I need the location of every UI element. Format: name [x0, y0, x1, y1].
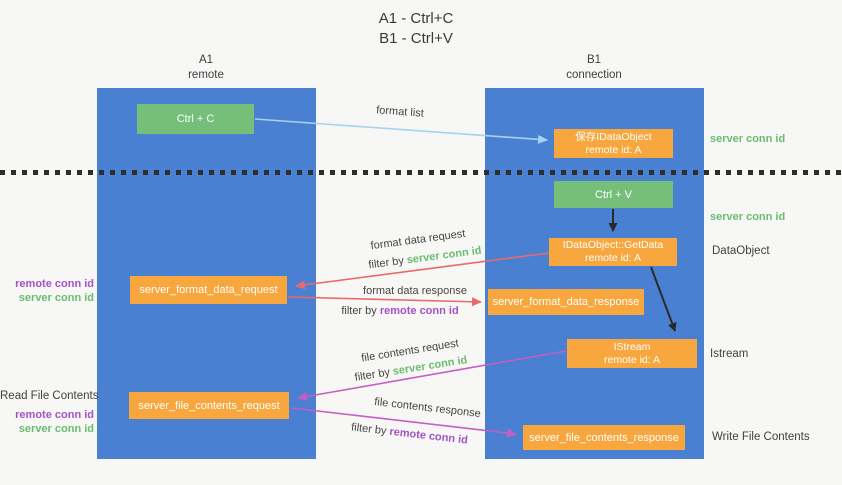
filter-by-text: filter by [341, 305, 380, 317]
istream-line1: IStream [613, 340, 651, 353]
ctrl-c-label: Ctrl + C [176, 113, 215, 125]
dataobject-label: DataObject [712, 245, 770, 257]
format-data-request-arrow [295, 252, 550, 290]
getdata-line2: remote id: A [584, 252, 642, 264]
title-line-2: B1 - Ctrl+V [379, 30, 453, 47]
getdata-box: IDataObject::GetData remote id: A [549, 238, 677, 266]
format-list-arrow [254, 118, 548, 144]
left-column-name: A1 [198, 54, 214, 66]
server-conn-id-annotation-mid: server conn id [710, 211, 786, 223]
right-column-name: B1 [586, 54, 602, 66]
server-format-data-request-box: server_format_data_request [130, 276, 287, 304]
server-conn-id-annotation: server conn id [18, 292, 94, 304]
read-file-contents-label: Read File Contents [0, 390, 99, 402]
format-data-response-arrow [287, 296, 482, 307]
ctrl-v-box: Ctrl + V [554, 181, 673, 208]
save-idataobject-line1: 保存IDataObject [575, 130, 652, 143]
ctrl-v-label: Ctrl + V [595, 188, 632, 201]
save-idataobject-line2: remote id: A [585, 143, 642, 156]
format-data-response-label: format data response [363, 285, 467, 297]
right-column-role: connection [566, 69, 622, 81]
title-line-1: A1 - Ctrl+C [378, 10, 454, 27]
server-format-data-request-label: server_format_data_request [139, 284, 278, 296]
file-contents-response-arrow [291, 407, 517, 438]
save-idataobject-box: 保存IDataObject remote id: A [554, 129, 673, 158]
left-column-role: remote [188, 69, 224, 81]
left-mid-conn-ids: remote conn id server conn id [0, 277, 94, 305]
write-file-contents-label: Write File Contents [712, 431, 810, 443]
istream-box: IStream remote id: A [567, 339, 697, 368]
right-column-header: B1 connection [514, 53, 674, 83]
server-conn-id-annotation-top: server conn id [710, 133, 786, 145]
left-bottom-annotations: Read File Contents remote conn id server… [0, 389, 99, 436]
istream-line2: remote id: A [603, 353, 661, 366]
getdata-line1: IDataObject::GetData [562, 239, 664, 251]
server-file-contents-response-box: server_file_contents_response [523, 425, 685, 450]
left-column-header: A1 remote [126, 53, 286, 83]
server-file-contents-request-box: server_file_contents_request [129, 392, 289, 419]
ctrl-c-box: Ctrl + C [137, 104, 254, 134]
server-file-contents-request-label: server_file_contents_request [138, 399, 280, 412]
server-format-data-response-label: server_format_data_response [492, 296, 640, 308]
remote-conn-id-annotation: remote conn id [15, 409, 94, 421]
server-conn-id-annotation: server conn id [18, 423, 94, 435]
filter-by-remote-conn-id-label-1: filter by remote conn id [330, 305, 470, 317]
server-format-data-response-box: server_format_data_response [488, 289, 644, 315]
remote-conn-id-text: remote conn id [379, 305, 459, 317]
file-contents-request-arrow [297, 350, 567, 401]
server-file-contents-response-label: server_file_contents_response [529, 431, 679, 444]
istream-label: Istream [710, 348, 749, 360]
phase-separator-dotted-line [0, 170, 842, 175]
diagram-title: A1 - Ctrl+C B1 - Ctrl+V [296, 9, 536, 49]
remote-conn-id-annotation: remote conn id [15, 278, 94, 290]
getdata-to-istream-arrow [650, 266, 677, 332]
